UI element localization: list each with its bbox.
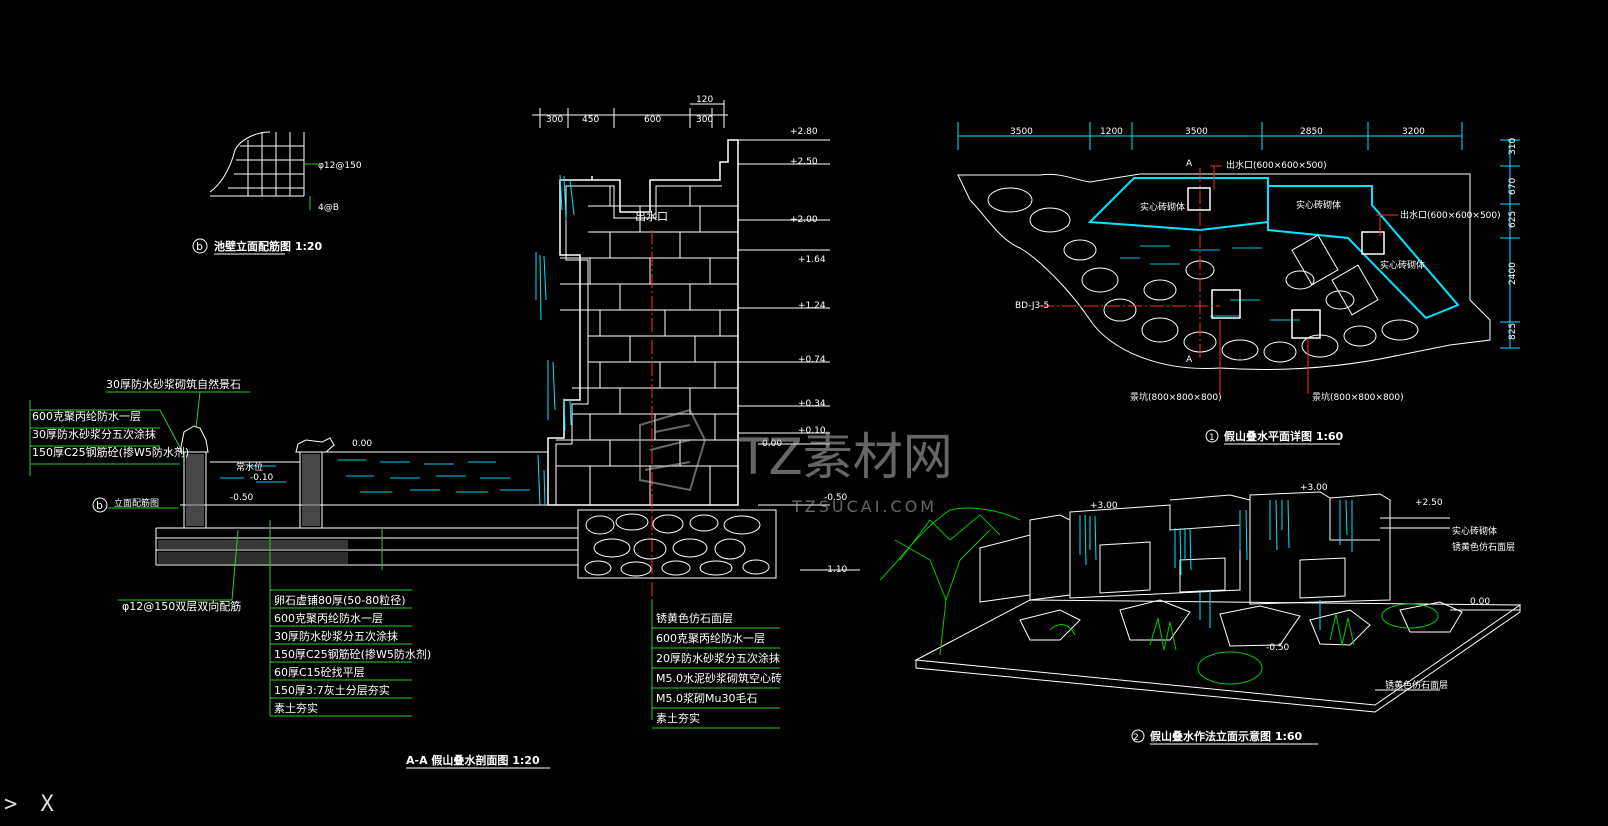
svg-text:+0.34: +0.34	[798, 399, 826, 409]
svg-text:锈黄色仿石面层: 锈黄色仿石面层	[1385, 679, 1448, 691]
svg-text:b: b	[196, 240, 203, 253]
elevation-title: 假山叠水作法立面示意图 1:60	[1150, 729, 1303, 743]
svg-text:20厚防水砂浆分五次涂抹: 20厚防水砂浆分五次涂抹	[656, 651, 780, 665]
command-prompt-icon: >	[4, 792, 18, 817]
svg-text:BD-J3-5: BD-J3-5	[1015, 301, 1049, 311]
svg-text:600克聚丙纶防水一层: 600克聚丙纶防水一层	[32, 409, 141, 423]
svg-text:670: 670	[1508, 178, 1518, 195]
outlet-label: 出水口	[635, 209, 668, 223]
svg-text:600克聚丙纶防水一层: 600克聚丙纶防水一层	[274, 611, 383, 625]
detail-b-elevation: φ12@150 4@B b 池壁立面配筋图 1:20	[192, 131, 362, 255]
svg-text:A: A	[1186, 159, 1193, 169]
svg-text:-0.50: -0.50	[230, 493, 254, 503]
svg-text:景坑(800×800×800): 景坑(800×800×800)	[1312, 391, 1404, 403]
section-title: A-A 假山叠水剖面图 1:20	[406, 753, 540, 767]
svg-text:实心砖砌体: 实心砖砌体	[1296, 199, 1341, 211]
svg-text:锈黄色仿石面层: 锈黄色仿石面层	[1452, 541, 1515, 553]
svg-text:825: 825	[1508, 323, 1518, 340]
svg-text:素土夯实: 素土夯实	[274, 701, 318, 715]
svg-text:600: 600	[644, 115, 661, 125]
svg-text:625: 625	[1508, 211, 1518, 228]
svg-text:30厚防水砂浆砌筑自然景石: 30厚防水砂浆砌筑自然景石	[106, 377, 241, 391]
watermark: TZ素材网 TZSUCAI.COM	[639, 408, 953, 516]
svg-text:3500: 3500	[1010, 127, 1033, 137]
svg-text:1200: 1200	[1100, 127, 1123, 137]
watermark-main: TZ素材网	[737, 428, 953, 486]
svg-text:M5.0浆砌Mu30毛石: M5.0浆砌Mu30毛石	[656, 691, 757, 705]
svg-text:+2.80: +2.80	[790, 127, 818, 137]
svg-text:卵石虚铺80厚(50-80粒径): 卵石虚铺80厚(50-80粒径)	[274, 593, 406, 607]
svg-text:30厚防水砂浆分五次涂抹: 30厚防水砂浆分五次涂抹	[274, 629, 398, 643]
svg-text:景坑(800×800×800): 景坑(800×800×800)	[1130, 391, 1222, 403]
svg-text:2: 2	[1133, 733, 1139, 743]
close-icon[interactable]: X	[40, 792, 54, 817]
svg-text:出水口(600×600×500): 出水口(600×600×500)	[1226, 159, 1327, 171]
svg-text:310: 310	[1508, 138, 1518, 155]
svg-text:+2.00: +2.00	[790, 215, 818, 225]
svg-text:A: A	[1186, 355, 1193, 365]
elevation-view: +3.00 +3.00 +2.50 0.00 -0.50 实心砖砌体 锈黄色仿石…	[879, 483, 1522, 745]
svg-text:60厚C15砼找平层: 60厚C15砼找平层	[274, 665, 365, 679]
svg-text:+2.50: +2.50	[790, 157, 818, 167]
svg-text:常水位: 常水位	[236, 461, 263, 473]
svg-text:锈黄色仿石面层: 锈黄色仿石面层	[656, 611, 733, 625]
svg-text:-1.10: -1.10	[824, 565, 848, 575]
svg-text:3200: 3200	[1402, 127, 1425, 137]
svg-text:+3.00: +3.00	[1300, 483, 1328, 493]
svg-text:2400: 2400	[1508, 262, 1518, 285]
svg-text:2850: 2850	[1300, 127, 1323, 137]
svg-text:150厚3:7灰土分层夯实: 150厚3:7灰土分层夯实	[274, 683, 390, 697]
svg-text:0.00: 0.00	[1470, 597, 1490, 607]
svg-text:-0.10: -0.10	[250, 473, 274, 483]
svg-text:实心砖砌体: 实心砖砌体	[1140, 201, 1185, 213]
svg-text:+3.00: +3.00	[1090, 501, 1118, 511]
svg-text:-0.50: -0.50	[1266, 643, 1290, 653]
svg-text:1: 1	[1209, 433, 1215, 443]
svg-text:150厚C25钢筋砼(掺W5防水剂): 150厚C25钢筋砼(掺W5防水剂)	[274, 647, 431, 661]
svg-text:实心砖砌体: 实心砖砌体	[1452, 525, 1497, 537]
svg-text:3500: 3500	[1185, 127, 1208, 137]
plan-view: 3500 1200 3500 2850 3200 310 670 625 240…	[957, 122, 1520, 445]
svg-text:b: b	[96, 499, 103, 512]
svg-text:素土夯实: 素土夯实	[656, 711, 700, 725]
svg-text:φ12@150双层双向配筋: φ12@150双层双向配筋	[122, 599, 241, 613]
watermark-sub: TZSUCAI.COM	[791, 497, 937, 516]
svg-text:-0.50: -0.50	[824, 493, 848, 503]
svg-text:+0.10: +0.10	[798, 426, 826, 436]
svg-text:实心砖砌体: 实心砖砌体	[1380, 259, 1425, 271]
svg-text:300: 300	[546, 115, 563, 125]
plan-title: 假山叠水平面详图 1:60	[1224, 429, 1344, 443]
svg-text:150厚C25钢筋砼(掺W5防水剂): 150厚C25钢筋砼(掺W5防水剂)	[32, 445, 189, 459]
svg-text:120: 120	[696, 95, 713, 105]
svg-text:+0.74: +0.74	[798, 355, 826, 365]
detail-b-title: 池壁立面配筋图 1:20	[214, 239, 323, 253]
svg-text:600克聚丙纶防水一层: 600克聚丙纶防水一层	[656, 631, 765, 645]
svg-text:0.00: 0.00	[352, 439, 372, 449]
rebar-dim: φ12@150	[318, 161, 362, 171]
svg-text:30厚防水砂浆分五次涂抹: 30厚防水砂浆分五次涂抹	[32, 427, 156, 441]
svg-text:+1.64: +1.64	[798, 255, 826, 265]
spacing-dim: 4@B	[318, 203, 339, 213]
svg-text:出水口(600×600×500): 出水口(600×600×500)	[1400, 209, 1501, 221]
svg-text:立面配筋图: 立面配筋图	[114, 497, 159, 509]
command-line[interactable]: > X	[4, 792, 64, 822]
svg-text:+2.50: +2.50	[1415, 498, 1443, 508]
section-aa: 300 450 600 120 300	[29, 95, 860, 769]
svg-text:450: 450	[582, 115, 599, 125]
svg-text:0.00: 0.00	[762, 439, 782, 449]
svg-text:300: 300	[696, 115, 713, 125]
svg-text:+1.24: +1.24	[798, 301, 826, 311]
svg-text:M5.0水泥砂浆砌筑空心砖: M5.0水泥砂浆砌筑空心砖	[656, 671, 782, 685]
